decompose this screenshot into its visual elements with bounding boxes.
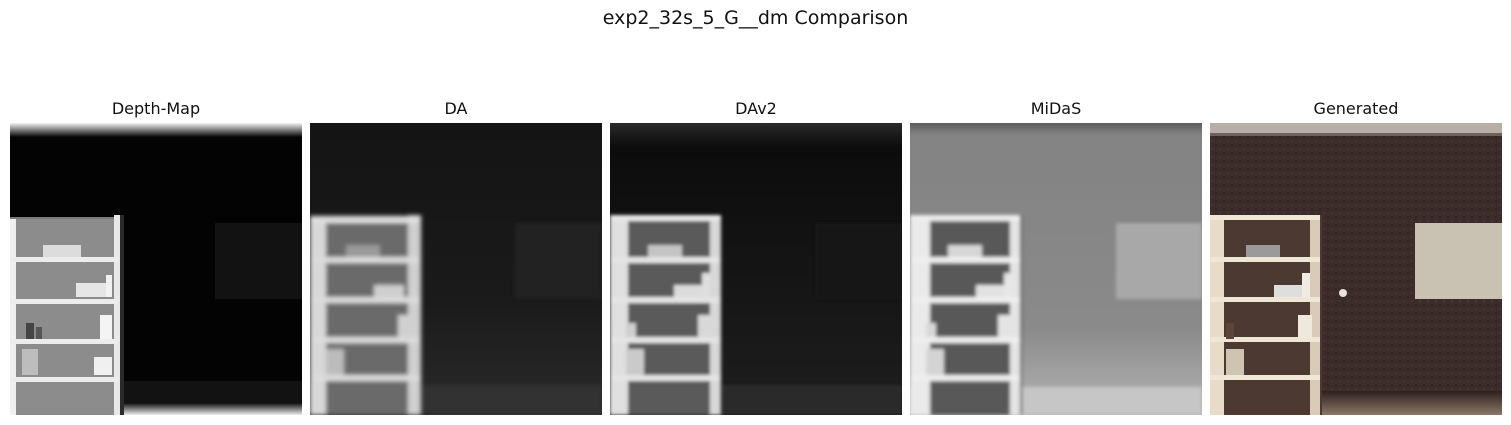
figure-title: exp2_32s_5_G__dm Comparison (602, 7, 909, 29)
depth-map-image (10, 123, 302, 415)
panel-title-da: DA (444, 99, 468, 118)
panel-title-generated: Generated (1313, 99, 1399, 118)
dav2-depth-image (610, 123, 902, 415)
da-depth-image (310, 123, 602, 415)
panel-title-dav2: DAv2 (735, 99, 777, 118)
panel-title-midas: MiDaS (1030, 99, 1082, 118)
panel-title-depth-map: Depth-Map (111, 99, 201, 118)
midas-depth-image (910, 123, 1202, 415)
generated-image (1210, 123, 1502, 415)
